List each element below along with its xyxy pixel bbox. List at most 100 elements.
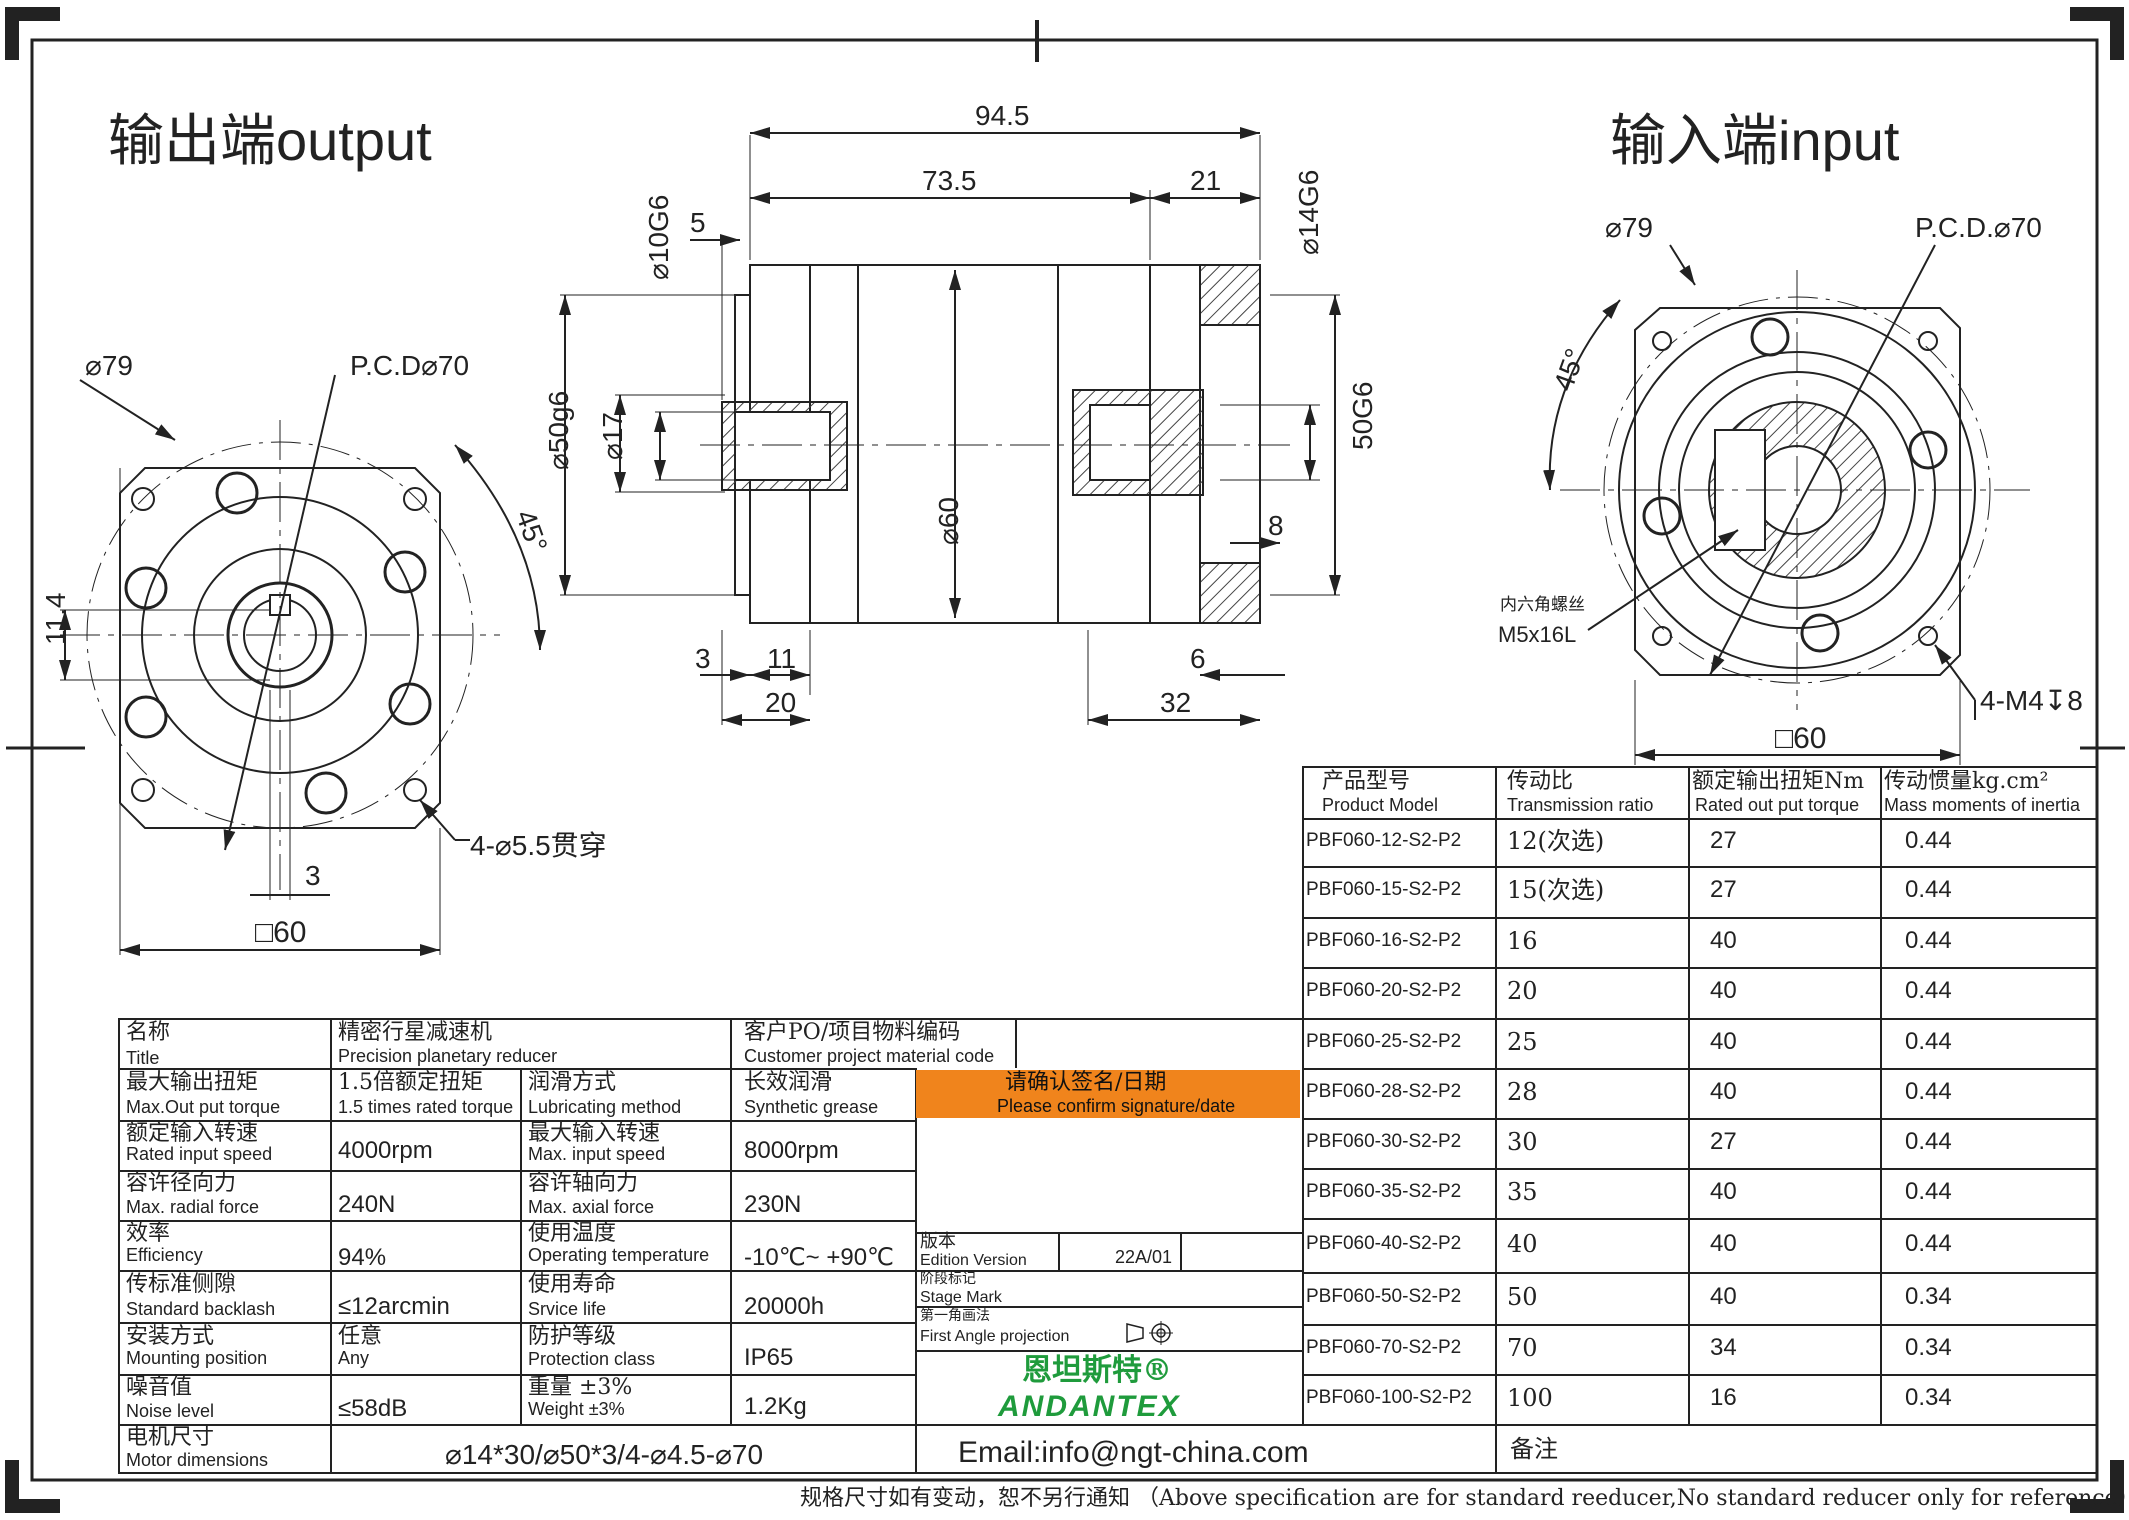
value: 240N xyxy=(338,1191,396,1218)
footer-note: 规格尺寸如有变动，恕不另行通知 （Above specification are… xyxy=(800,1480,2129,1512)
value: -10℃~ +90℃ xyxy=(744,1244,894,1271)
ratio-cell: 12(次选) xyxy=(1507,826,1605,855)
brand-logo-cn: 恩坦斯特® xyxy=(1022,1353,1172,1388)
label-en: Efficiency xyxy=(126,1245,203,1265)
dim-label: 3 xyxy=(305,860,321,891)
label-en: Title xyxy=(126,1048,160,1068)
drawing-border xyxy=(30,38,2099,1482)
inertia-cell: 0.34 xyxy=(1905,1333,1952,1361)
dim-label: 4-⌀5.5贯穿 xyxy=(470,830,607,861)
dim-label: □60 xyxy=(1775,722,1827,755)
value-en: Precision planetary reducer xyxy=(338,1046,558,1066)
value-cn: 长效润滑 xyxy=(744,1070,833,1095)
value: 20000h xyxy=(744,1293,825,1320)
model-cell: PBF060-28-S2-P2 xyxy=(1306,1080,1462,1102)
inertia-cell: 0.44 xyxy=(1905,1177,1952,1205)
label-cn: 重量 ±3% xyxy=(528,1375,633,1400)
inertia-cell: 0.44 xyxy=(1905,1077,1952,1105)
value: ≤12arcmin xyxy=(338,1293,450,1320)
inertia-cell: 0.44 xyxy=(1905,876,1952,904)
label-en: Max.Out put torque xyxy=(126,1097,281,1117)
value: IP65 xyxy=(744,1344,794,1371)
torque-cell: 27 xyxy=(1710,1127,1737,1155)
confirm-box xyxy=(916,1070,1300,1118)
model-cell: PBF060-50-S2-P2 xyxy=(1306,1285,1462,1307)
model-cell: PBF060-40-S2-P2 xyxy=(1306,1232,1462,1254)
label-cn: 阶段标记 xyxy=(920,1271,976,1287)
ratio-cell: 40 xyxy=(1507,1229,1538,1258)
dim-label: 内六角螺丝 xyxy=(1500,595,1585,614)
label-cn: 效率 xyxy=(126,1221,171,1246)
dim-label: 6 xyxy=(1190,643,1206,674)
inertia-cell: 0.44 xyxy=(1905,826,1952,854)
dim-label: 50G6 xyxy=(1347,382,1378,451)
torque-cell: 40 xyxy=(1710,1229,1737,1257)
model-cell: PBF060-70-S2-P2 xyxy=(1306,1336,1462,1358)
model-cell: PBF060-12-S2-P2 xyxy=(1306,829,1462,851)
ratio-cell: 70 xyxy=(1507,1333,1538,1362)
header-cn: 传动惯量kg.cm² xyxy=(1884,769,2049,794)
value: 8000rpm xyxy=(744,1137,839,1164)
value-cn: 1.5倍额定扭矩 xyxy=(338,1070,483,1095)
torque-cell: 40 xyxy=(1710,977,1737,1005)
label-cn: 噪音值 xyxy=(126,1375,193,1400)
torque-cell: 27 xyxy=(1710,826,1737,854)
label-cn: 防护等级 xyxy=(528,1324,617,1349)
model-cell: PBF060-100-S2-P2 xyxy=(1306,1386,1472,1408)
dim-label: 32 xyxy=(1160,687,1191,718)
projection-symbol-icon xyxy=(1126,1321,1173,1345)
dim-label: P.C.D⌀70 xyxy=(350,350,469,381)
inertia-cell: 0.34 xyxy=(1905,1282,1952,1310)
inertia-cell: 0.44 xyxy=(1905,1127,1952,1155)
ratio-cell: 16 xyxy=(1507,926,1538,955)
label-cn: 容许轴向力 xyxy=(528,1171,639,1196)
output-view xyxy=(59,374,546,956)
ratio-cell: 15(次选) xyxy=(1507,876,1605,905)
label-cn: 传标准侧隙 xyxy=(126,1272,237,1297)
dim-label: 73.5 xyxy=(922,165,977,196)
model-cell: PBF060-16-S2-P2 xyxy=(1306,929,1462,951)
value: ≤58dB xyxy=(338,1395,408,1422)
dim-label: 8 xyxy=(1268,510,1284,541)
dim-label: M5x16L xyxy=(1498,622,1576,647)
label-cn: 版本 xyxy=(920,1231,956,1252)
label-en: First Angle projection xyxy=(920,1328,1070,1345)
dim-label: 21 xyxy=(1190,165,1221,196)
label-en: Customer project material code xyxy=(744,1046,995,1066)
value: 94% xyxy=(338,1244,387,1271)
label-en: Motor dimensions xyxy=(126,1450,269,1470)
model-cell: PBF060-15-S2-P2 xyxy=(1306,879,1462,901)
dim-label: ⌀17 xyxy=(597,412,628,460)
value-cn: 任意 xyxy=(338,1324,383,1349)
label-en: Max. radial force xyxy=(126,1197,260,1217)
dim-label: 3 xyxy=(695,643,711,674)
dim-label: 11 xyxy=(767,643,796,674)
label-cn: 安装方式 xyxy=(126,1324,215,1349)
label-cn: 第一角画法 xyxy=(920,1308,990,1324)
value-en: 1.5 times rated torque xyxy=(338,1097,514,1117)
dim-label: 11.4 xyxy=(40,593,71,645)
label-en: Rated input speed xyxy=(126,1144,273,1164)
email-link[interactable]: Email:info@ngt-china.com xyxy=(958,1436,1309,1469)
ratio-cell: 35 xyxy=(1507,1177,1538,1206)
dim-label: ⌀79 xyxy=(85,350,133,381)
dim-label: ⌀60 xyxy=(933,497,964,545)
remark-label: 备注 xyxy=(1510,1435,1558,1463)
label-cn: 润滑方式 xyxy=(528,1070,617,1095)
label-en: Max. input speed xyxy=(528,1144,666,1164)
label-en: Weight ±3% xyxy=(528,1399,625,1419)
inertia-cell: 0.34 xyxy=(1905,1383,1952,1411)
ratio-cell: 30 xyxy=(1507,1127,1538,1156)
ratio-cell: 20 xyxy=(1507,977,1538,1006)
label-cn: 电机尺寸 xyxy=(126,1425,215,1450)
inertia-cell: 0.44 xyxy=(1905,1027,1952,1055)
input-view-title: 输入端input xyxy=(1610,109,1900,172)
ratio-cell: 28 xyxy=(1507,1077,1538,1106)
label-en: Stage Mark xyxy=(920,1289,1002,1306)
dim-label: P.C.D.⌀70 xyxy=(1915,212,2042,243)
torque-cell: 40 xyxy=(1710,1027,1737,1055)
torque-cell: 40 xyxy=(1710,1282,1737,1310)
dim-label: ⌀79 xyxy=(1605,212,1653,243)
dim-label: 20 xyxy=(765,687,796,718)
